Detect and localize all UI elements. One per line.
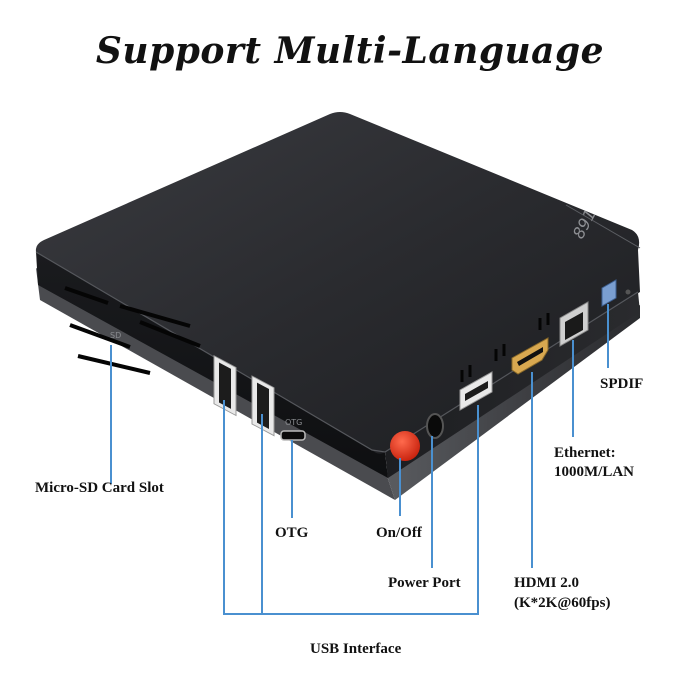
usb-ports-front — [213, 355, 275, 437]
power-button — [390, 431, 420, 461]
label-on-off: On/Off — [376, 525, 422, 541]
side-vents — [460, 313, 550, 382]
spdif-port — [601, 279, 617, 307]
box-side-face — [385, 292, 640, 478]
callout-usb — [223, 400, 479, 615]
power-port — [426, 413, 444, 439]
label-otg: OTG — [275, 525, 309, 541]
sd-marking: SD — [110, 331, 121, 340]
page-title: Support Multi-Language — [95, 30, 605, 72]
label-ethernet-line2: 1000M/LAN — [554, 464, 634, 480]
label-usb: USB Interface — [310, 641, 402, 657]
top-marking-line — [565, 204, 641, 249]
tv-box: 891 SD OTG — [35, 112, 641, 500]
box-top-face — [35, 112, 640, 454]
status-led — [625, 289, 631, 295]
label-hdmi-line1: HDMI 2.0 — [514, 575, 579, 591]
label-ethernet-line1: Ethernet: — [554, 445, 616, 461]
label-hdmi-line2: (K*2K@60fps) — [514, 595, 611, 611]
box-top-edge — [35, 251, 639, 453]
sd-slots — [64, 286, 201, 375]
label-micro-sd: Micro-SD Card Slot — [35, 480, 164, 496]
label-spdif: SPDIF — [600, 376, 644, 392]
otg-marking: OTG — [285, 418, 302, 427]
label-power-port: Power Port — [388, 575, 461, 591]
otg-port — [280, 430, 306, 441]
callout-lines — [110, 304, 609, 615]
